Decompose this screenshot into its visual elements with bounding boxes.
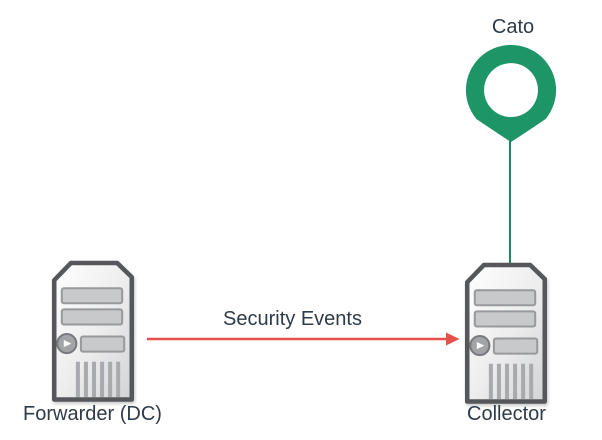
security-events-label: Security Events	[223, 308, 362, 330]
collector-label: Collector	[467, 403, 546, 425]
cato-collector-connector-line	[509, 140, 511, 265]
cato-pin-hole	[484, 63, 538, 118]
security-events-arrow	[147, 332, 460, 346]
forwarder-server-icon	[50, 260, 136, 403]
collector-server-icon	[463, 262, 549, 405]
cato-label: Cato	[491, 16, 535, 38]
forwarder-label: Forwarder (DC)	[23, 403, 162, 425]
security-events-arrowhead	[446, 332, 460, 346]
cato-pin-icon	[465, 45, 557, 143]
